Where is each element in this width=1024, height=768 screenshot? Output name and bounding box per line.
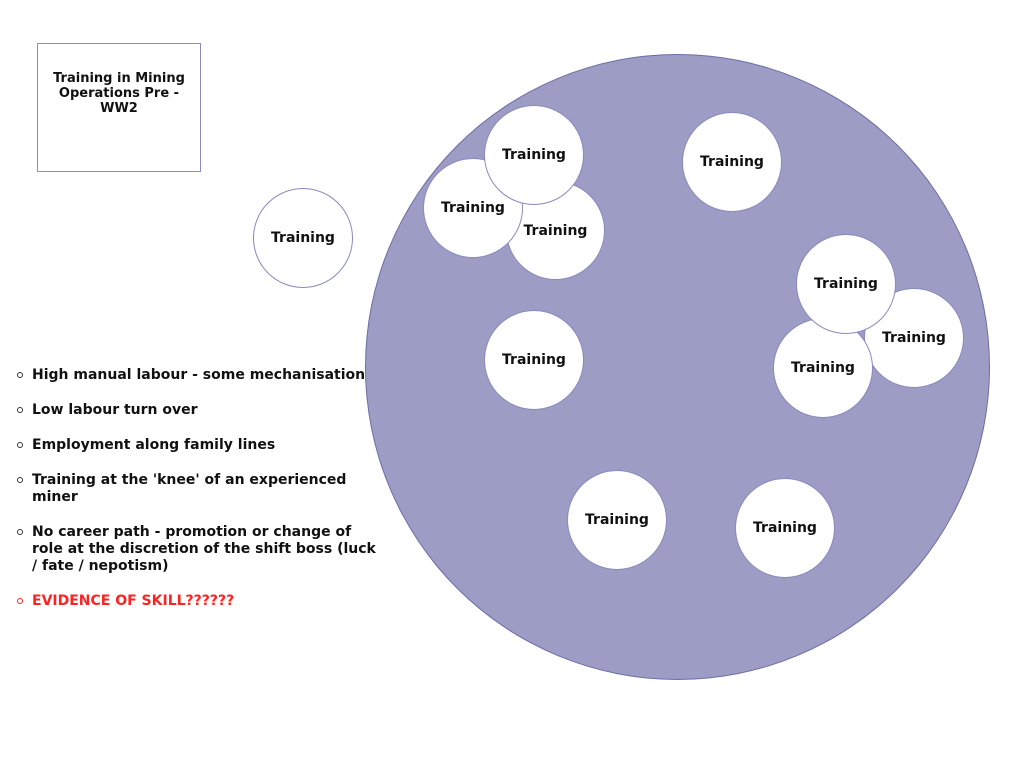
bullet-marker-icon [17,529,23,535]
bullet-item: No career path - promotion or change of … [16,524,376,575]
bullet-marker-icon [17,598,23,604]
bullet-item-highlight: EVIDENCE OF SKILL?????? [16,593,376,610]
training-bubble[interactable]: Training [735,478,835,578]
slide-title: Training in Mining Operations Pre - WW2 [53,70,185,116]
title-box: Training in Mining Operations Pre - WW2 [37,43,201,172]
training-bubble[interactable]: Training [796,234,896,334]
bullet-item: Training at the 'knee' of an experienced… [16,472,376,506]
bullet-item: High manual labour - some mechanisation [16,367,376,384]
bullet-item: Employment along family lines [16,437,376,454]
training-bubble[interactable]: Training [484,310,584,410]
training-bubble[interactable]: Training [567,470,667,570]
bullet-item: Low labour turn over [16,402,376,419]
bullet-marker-icon [17,407,23,413]
training-bubble-outside[interactable]: Training [253,188,353,288]
bullet-marker-icon [17,442,23,448]
training-bubble[interactable]: Training [682,112,782,212]
bullet-marker-icon [17,372,23,378]
bullet-list: High manual labour - some mechanisation … [16,367,376,628]
bullet-marker-icon [17,477,23,483]
training-bubble[interactable]: Training [484,105,584,205]
training-bubble[interactable]: Training [773,318,873,418]
